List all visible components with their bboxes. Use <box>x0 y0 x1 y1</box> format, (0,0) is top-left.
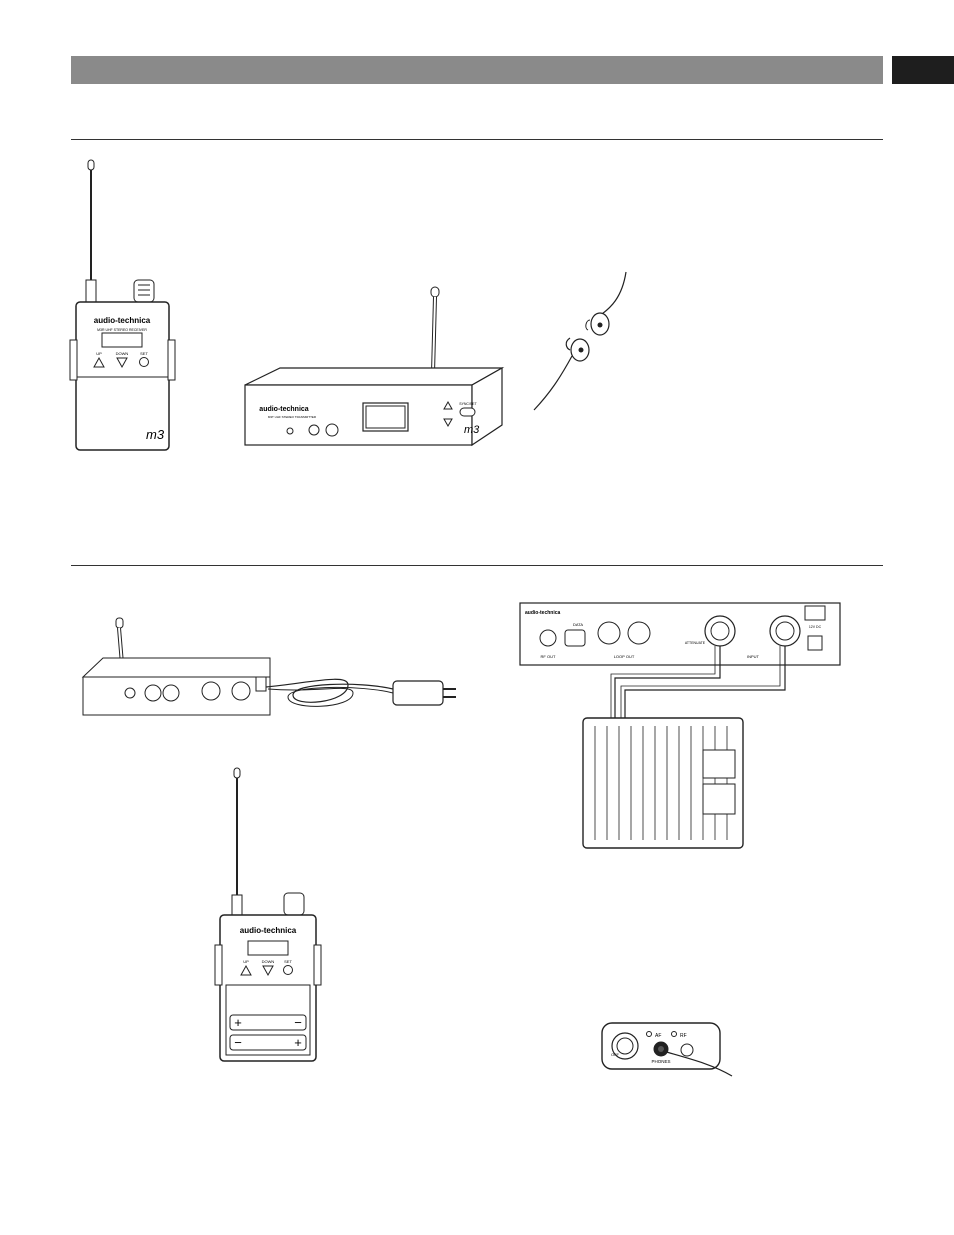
earphones-illustration <box>530 268 630 418</box>
transmitter-badge: m3 <box>464 424 480 436</box>
off-label: OFF <box>611 1052 620 1057</box>
battery-2-minus: − <box>234 1035 242 1050</box>
rf-out-label: RF OUT <box>541 654 556 659</box>
receiver-battery-illustration: audio-technica UP DOWN SET + − − + <box>212 765 327 1065</box>
af-label: AF <box>655 1033 661 1039</box>
battery-2-plus: + <box>294 1035 302 1050</box>
section-header-bar <box>71 56 883 84</box>
receiver-badge: m3 <box>146 427 165 442</box>
rf-label: RF <box>680 1033 687 1039</box>
dc-label: 12V DC <box>809 625 822 629</box>
data-label: DATA <box>573 622 583 627</box>
battery-1-plus: + <box>234 1015 242 1030</box>
rear-panel-to-mixer-illustration: audio-technica RF OUT DATA LOOP OUT ATTE… <box>515 598 845 850</box>
volume-knob-icon <box>326 424 338 436</box>
headphone-jack-icon <box>309 425 319 435</box>
transmitter-brand-text: audio-technica <box>259 406 309 413</box>
section-rule-middle <box>71 565 883 566</box>
input-label: INPUT <box>747 654 760 659</box>
receiver-up-label: UP <box>96 351 102 356</box>
receiver-brand-text: audio-technica <box>94 316 151 325</box>
receiver2-set-label: SET <box>284 959 292 964</box>
page-tab-marker <box>892 56 954 84</box>
transmitter-model-text: M3T UHF STEREO TRANSMITTER <box>268 415 317 419</box>
bodypack-receiver-illustration: audio-technica M3R UHF STEREO RECEIVER U… <box>66 155 181 455</box>
receiver-set-label: SET <box>140 351 148 356</box>
rear-panel-brand: audio-technica <box>525 610 561 616</box>
power-button-icon <box>287 428 293 434</box>
transmitter-sync-label: SYNC/SET <box>459 402 477 406</box>
receiver-model-text: M3R UHF STEREO RECEIVER <box>97 328 147 332</box>
receiver2-down-label: DOWN <box>262 959 275 964</box>
receiver2-up-label: UP <box>243 959 249 964</box>
sync-button-icon <box>460 408 475 416</box>
receiver-down-label: DOWN <box>116 351 129 356</box>
attenuate-label: ATTENUATE <box>685 641 706 645</box>
receiver-top-panel-illustration: OFF AF RF PHONES <box>597 1018 742 1080</box>
phones-label: PHONES <box>651 1059 670 1064</box>
section-rule-top <box>71 139 883 140</box>
transmitter-front-illustration: audio-technica M3T UHF STEREO TRANSMITTE… <box>240 285 510 455</box>
receiver-set-icon <box>140 358 149 367</box>
receiver2-set-icon <box>284 966 293 975</box>
battery-1-minus: − <box>294 1015 302 1030</box>
transmitter-rear-with-adapter-illustration <box>78 613 468 723</box>
receiver2-brand-text: audio-technica <box>240 926 297 935</box>
loop-out-label: LOOP OUT <box>614 654 635 659</box>
